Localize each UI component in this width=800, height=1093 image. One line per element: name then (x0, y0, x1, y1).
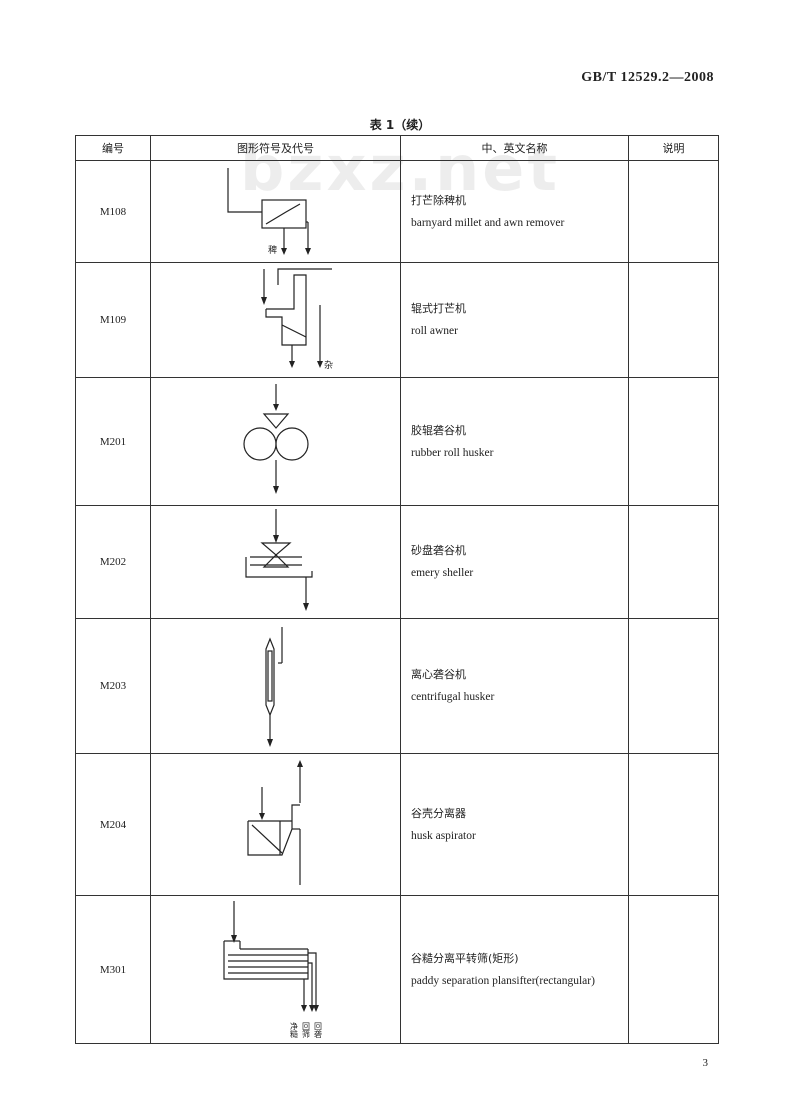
symbol-cell (150, 753, 401, 896)
name-zh: 胶辊砻谷机 (411, 423, 466, 437)
row-code: M108 (75, 160, 151, 263)
row-note (628, 160, 719, 263)
table-row: M301 (75, 895, 719, 1044)
symbol-cell: 净糙 回筛 回砻 (150, 895, 401, 1044)
row-note (628, 377, 719, 506)
row-name: 谷壳分离器 husk aspirator (400, 753, 629, 896)
centrifugal-husker-symbol (264, 627, 283, 747)
symbol-label-3: 回砻 (313, 1022, 322, 1039)
paddy-separation-plansifter-symbol: 净糙 回筛 回砻 (222, 901, 322, 1039)
standard-number: GB/T 12529.2—2008 (581, 70, 714, 85)
name-zh: 砂盘砻谷机 (411, 544, 466, 557)
rubber-roll-husker-symbol (242, 383, 309, 494)
row-name: 打芒除稗机 barnyard millet and awn remover (400, 160, 629, 263)
name-en: emery sheller (411, 567, 474, 579)
row-code: M203 (75, 618, 151, 754)
symbol-cell (150, 618, 401, 754)
row-name: 谷糙分离平转筛(矩形) paddy separation plansifter(… (400, 895, 629, 1044)
row-note (628, 753, 719, 896)
roll-awner-symbol: 杂 (260, 268, 333, 371)
symbol-label-1: 净糙 (289, 1021, 298, 1039)
name-en: barnyard millet and awn remover (411, 216, 565, 229)
row-note (628, 505, 719, 619)
row-name: 砂盘砻谷机 emery sheller (400, 505, 629, 619)
row-name: 胶辊砻谷机 rubber roll husker (400, 377, 629, 506)
emery-sheller-symbol (244, 509, 313, 611)
symbol-label: 杂 (324, 360, 333, 371)
column-header-name: 中、英文名称 (400, 135, 629, 161)
name-zh: 离心砻谷机 (411, 668, 466, 681)
symbol-label-2: 回筛 (301, 1022, 310, 1039)
symbol-cell: 稗 (150, 160, 401, 263)
symbol-cell: 杂 (150, 262, 401, 378)
table-row: M202 砂盘砻谷机 emery sheller (75, 505, 719, 619)
table-header-row: 编号 图形符号及代号 中、英文名称 说明 (75, 135, 719, 161)
name-zh: 辊式打芒机 (411, 302, 466, 315)
table-row: M109 杂 辊式打芒机 rol (75, 262, 719, 378)
name-en: centrifugal husker (411, 691, 495, 703)
name-en: husk aspirator (411, 829, 476, 842)
page-number: 3 (702, 1057, 709, 1069)
row-code: M204 (75, 753, 151, 896)
column-header-note: 说明 (628, 135, 719, 161)
column-header-code: 编号 (75, 135, 151, 161)
row-note (628, 262, 719, 378)
table-caption: 表 1（续） (369, 118, 431, 132)
row-note (628, 618, 719, 754)
symbol-table: 编号 图形符号及代号 中、英文名称 说明 M108 稗 (75, 135, 719, 1044)
symbol-cell (150, 377, 401, 506)
row-note (628, 895, 719, 1044)
table-row: M204 谷壳分离器 hu (75, 753, 719, 896)
name-en: rubber roll husker (411, 446, 494, 459)
name-en: paddy separation plansifter(rectangular) (411, 974, 595, 987)
table-row: M108 稗 打芒除稗机 barnyard mille (75, 160, 719, 263)
row-name: 辊式打芒机 roll awner (400, 262, 629, 378)
row-code: M301 (75, 895, 151, 1044)
row-code: M109 (75, 262, 151, 378)
name-en: roll awner (411, 325, 458, 337)
row-code: M202 (75, 505, 151, 619)
row-code: M201 (75, 377, 151, 506)
symbol-label: 稗 (268, 244, 277, 256)
row-name: 离心砻谷机 centrifugal husker (400, 618, 629, 754)
name-zh: 打芒除稗机 (411, 193, 466, 207)
husk-aspirator-symbol (246, 760, 303, 885)
table-row: M203 离心砻谷机 centrifugal husker (75, 618, 719, 754)
column-header-symbol: 图形符号及代号 (150, 135, 401, 161)
barnyard-millet-remover-symbol: 稗 (226, 168, 311, 256)
name-zh: 谷壳分离器 (411, 806, 466, 820)
symbol-cell (150, 505, 401, 619)
table-row: M201 胶辊砻谷机 rubber roll husker (75, 377, 719, 506)
name-zh: 谷糙分离平转筛(矩形) (411, 951, 519, 965)
